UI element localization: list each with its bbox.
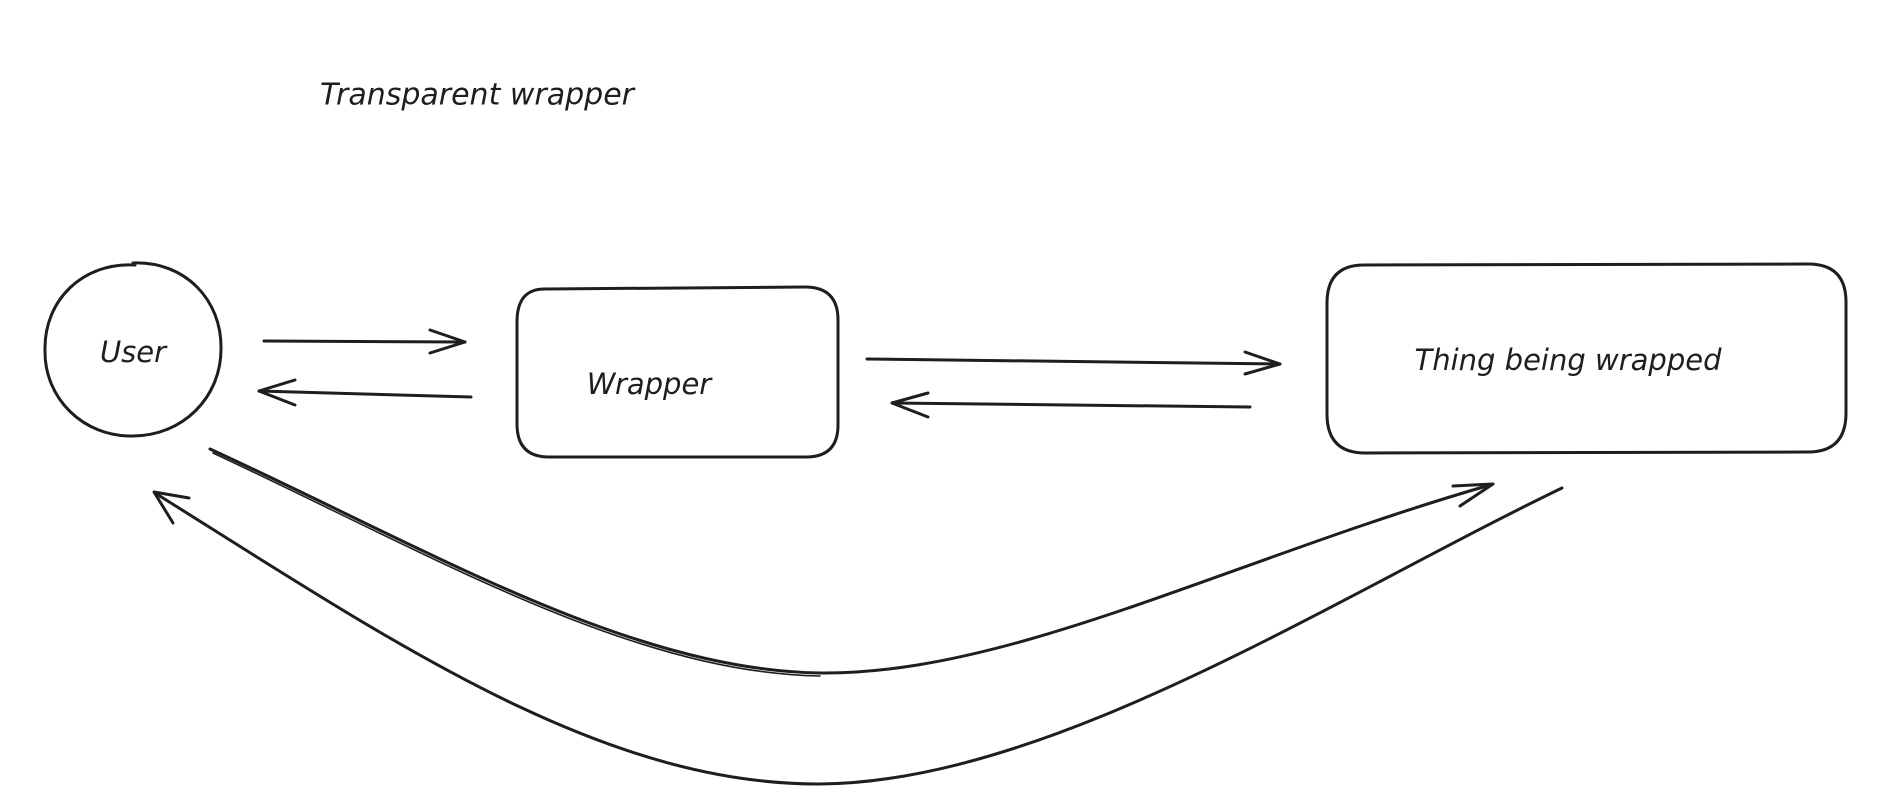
wrapper-node-label: Wrapper [586, 367, 712, 401]
wrapped-node-label: Thing being wrapped [1414, 343, 1722, 377]
arrow-wrapper-to-wrapped [865, 350, 1282, 376]
diagram-title: Transparent wrapper [319, 77, 635, 113]
wrapper-node-box[interactable] [515, 285, 840, 459]
arrow-user-to-wrapper [262, 328, 467, 355]
user-node-circle[interactable] [43, 261, 223, 438]
arrow-wrapped-to-wrapper [890, 391, 1252, 419]
wrapped-node-box[interactable] [1325, 262, 1848, 455]
arrow-wrapped-to-user-curved [152, 486, 1564, 786]
arrow-wrapper-to-user [257, 378, 473, 407]
arrow-user-to-wrapped-curved [208, 447, 1495, 677]
user-node-label: User [99, 335, 167, 369]
